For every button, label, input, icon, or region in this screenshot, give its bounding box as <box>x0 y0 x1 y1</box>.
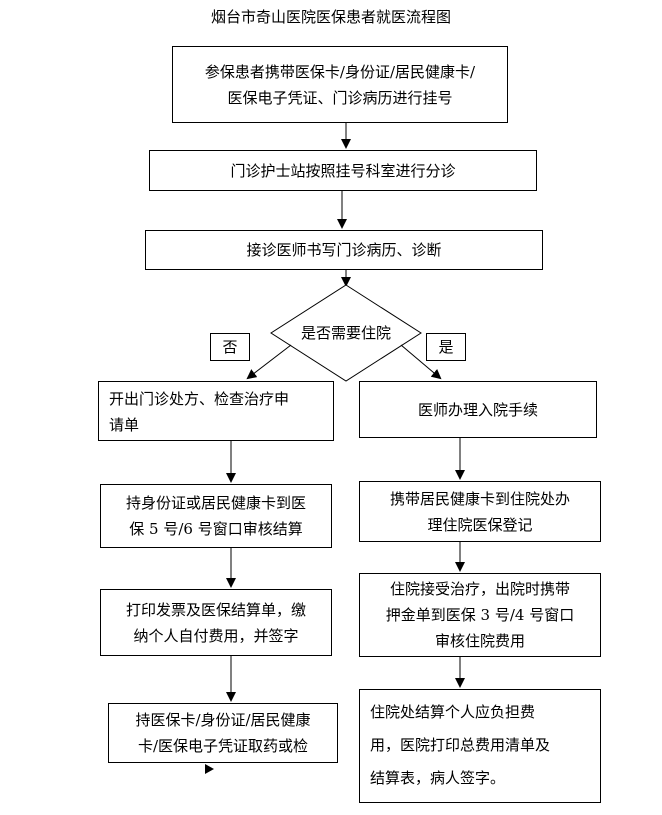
arrowhead-medicine-continue <box>205 764 214 774</box>
arrow-decision-no <box>246 344 292 380</box>
step-diagnose: 接诊医师书写门诊病历、诊断 <box>145 230 543 270</box>
decision-diamond <box>270 284 422 382</box>
step-discharge: 住院处结算个人应负担费 用，医院打印总费用清单及 结算表，病人签字。 <box>359 689 601 803</box>
no-label: 否 <box>210 333 250 361</box>
step-medicine: 持医保卡/身份证/居民健康 卡/医保电子凭证取药或检 <box>108 703 338 763</box>
step-prescribe: 开出门诊处方、检查治疗申 请单 <box>98 381 334 441</box>
page-title: 烟台市奇山医院医保患者就医流程图 <box>210 8 451 26</box>
step-register: 参保患者携带医保卡/身份证/居民健康卡/ 医保电子凭证、门诊病历进行挂号 <box>172 46 508 123</box>
step-print: 打印发票及医保结算单，缴 纳个人自付费用，并签字 <box>100 589 332 656</box>
decision-label: 是否需要住院 <box>300 324 391 342</box>
step-settle: 持身份证或居民健康卡到医 保 5 号/6 号窗口审核结算 <box>100 484 332 548</box>
step-inpatient-register: 携带居民健康卡到住院处办 理住院医保登记 <box>359 481 601 542</box>
step-treat: 住院接受治疗，出院时携带 押金单到医保 3 号/4 号窗口 审核住院费用 <box>359 573 601 657</box>
step-admit: 医师办理入院手续 <box>359 381 597 438</box>
arrow-decision-yes <box>400 344 442 380</box>
yes-label: 是 <box>426 333 466 361</box>
step-triage: 门诊护士站按照挂号科室进行分诊 <box>149 150 537 191</box>
